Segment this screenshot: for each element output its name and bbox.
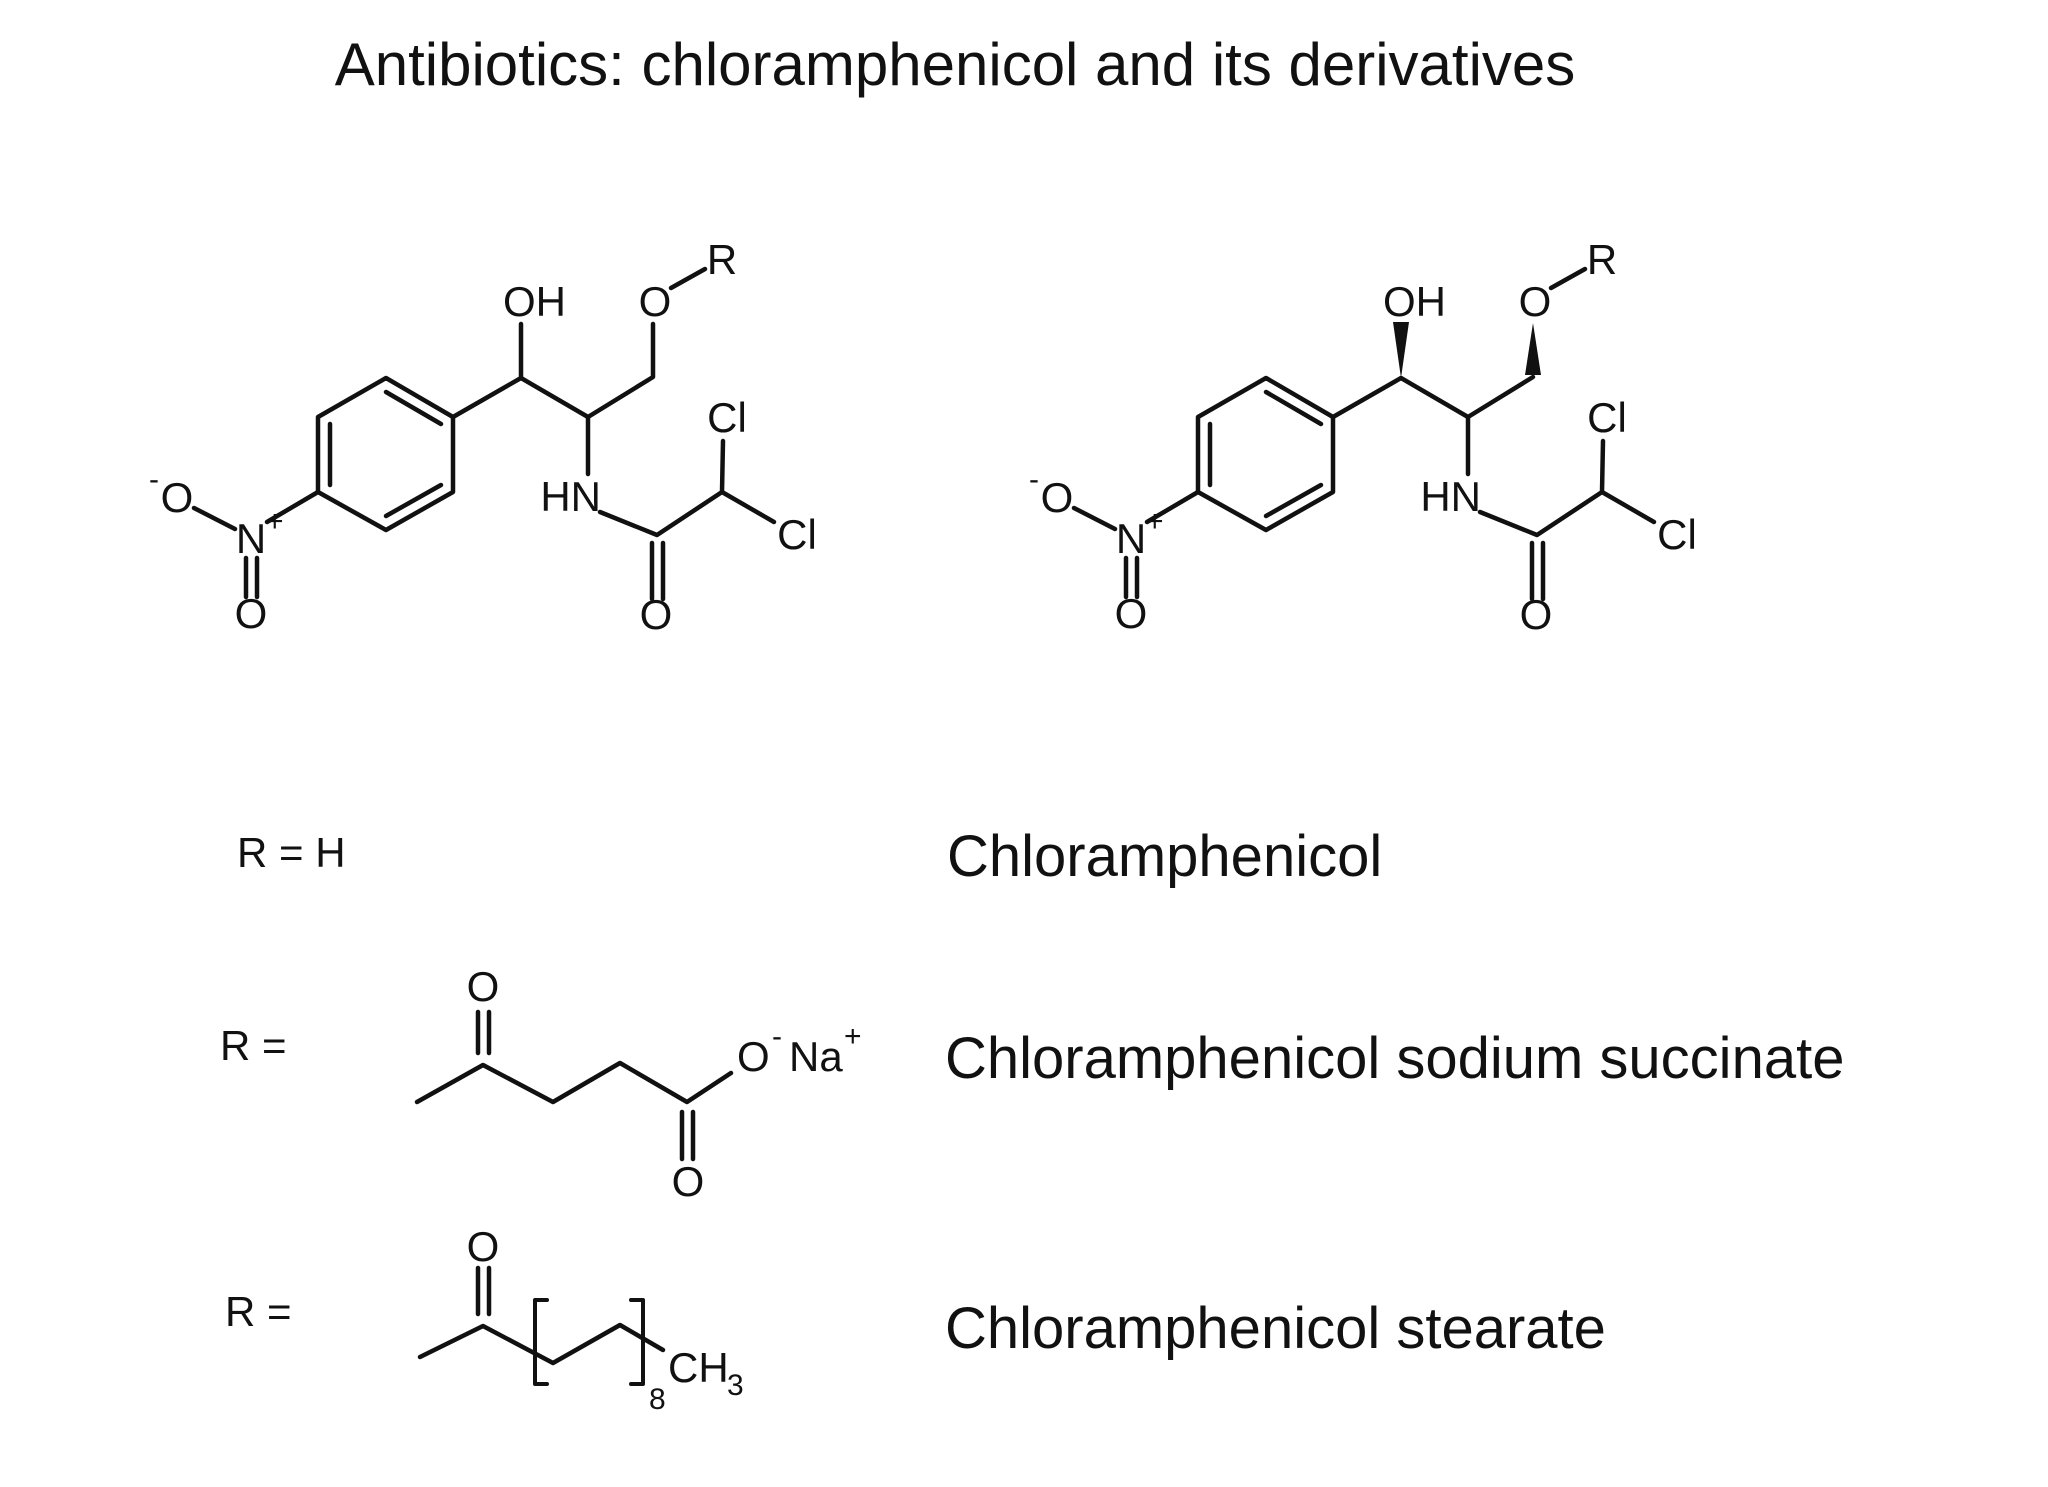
amide-hn-label: HN — [540, 473, 601, 520]
repeat-bracket-left — [533, 1298, 549, 1386]
ketone-oxygen-label: O — [467, 1223, 500, 1270]
hydroxyl-label: OH — [1383, 278, 1446, 325]
succinate-double-bonds — [475, 1009, 696, 1162]
repeat-count-subscript: 8 — [649, 1383, 666, 1416]
ester-oxygen-label: O — [1519, 278, 1552, 325]
compound-name: Chloramphenicol sodium succinate — [945, 1026, 1844, 1091]
nitro-oxygen-bottom-label: O — [1115, 590, 1148, 637]
benzene-ring-double-bonds — [327, 389, 444, 519]
nitro-minus-charge: - — [149, 463, 159, 496]
nitro-plus-charge: + — [266, 505, 284, 538]
benzene-ring-double-bonds — [1207, 389, 1324, 519]
chlorine-right-label: Cl — [1657, 511, 1697, 558]
amide-oxygen-label: O — [640, 591, 673, 638]
nitro-plus-charge: + — [1146, 505, 1164, 538]
chlorine-right-label: Cl — [777, 511, 817, 558]
hydroxyl-label: OH — [503, 278, 566, 325]
nitro-minus-charge: - — [1029, 463, 1039, 496]
chlorine-top-label: Cl — [707, 394, 747, 441]
page-title: Antibiotics: chloramphenicol and its der… — [335, 31, 1576, 98]
stearate-skeleton-bonds — [417, 1322, 666, 1366]
carboxylate-minus-charge: - — [772, 1020, 782, 1053]
compound-name: Chloramphenicol stearate — [945, 1296, 1606, 1361]
ketone-oxygen-label: O — [467, 963, 500, 1010]
methyl-label: CH — [668, 1344, 729, 1391]
wedge-bond-hydroxyl — [1393, 322, 1409, 378]
molecule-chloramphenicol-stereo: OH O R Cl Cl HN O - O N + O — [1029, 236, 1697, 638]
molecule-chloramphenicol-flat: OH O R Cl Cl HN O - O N + O — [149, 236, 817, 638]
nitro-nitrogen-label: N — [236, 515, 266, 562]
wedge-bond-ester-oxygen — [1525, 323, 1541, 375]
benzene-ring — [1195, 375, 1336, 533]
sodium-label: Na — [789, 1033, 843, 1080]
succinate-skeleton-bonds — [414, 1060, 734, 1105]
nitro-oxygen-left-label: O — [1041, 474, 1074, 521]
stearate-double-bond — [475, 1265, 492, 1317]
sodium-plus-charge: + — [844, 1020, 862, 1053]
r-group-label: R — [1587, 236, 1617, 283]
row-sodium-succinate: R = O O O - Na + Chloramphenicol sodium … — [220, 963, 1844, 1205]
r-group-label: R — [707, 236, 737, 283]
amide-oxygen-label: O — [1520, 591, 1553, 638]
r-definition: R = — [225, 1288, 292, 1335]
repeat-bracket-right — [629, 1298, 645, 1386]
row-chloramphenicol: R = H Chloramphenicol — [237, 824, 1382, 889]
double-bonds — [243, 540, 666, 602]
carboxyl-oxygen-label: O — [672, 1158, 705, 1205]
double-bonds — [1123, 540, 1546, 602]
benzene-ring — [315, 375, 456, 533]
methyl-subscript: 3 — [727, 1369, 744, 1402]
row-stearate: R = O 8 CH 3 Chloramphenicol stearate — [225, 1223, 1606, 1416]
chlorine-top-label: Cl — [1587, 394, 1627, 441]
r-definition: R = — [220, 1022, 287, 1069]
skeleton-bonds — [1071, 266, 1657, 538]
skeleton-bonds — [191, 266, 777, 538]
compound-name: Chloramphenicol — [947, 824, 1382, 889]
carboxylate-oxygen-label: O — [737, 1033, 770, 1080]
nitro-oxygen-left-label: O — [161, 474, 194, 521]
amide-hn-label: HN — [1420, 473, 1481, 520]
nitro-oxygen-bottom-label: O — [235, 590, 268, 637]
r-definition: R = H — [237, 829, 346, 876]
nitro-nitrogen-label: N — [1116, 515, 1146, 562]
ester-oxygen-label: O — [639, 278, 672, 325]
